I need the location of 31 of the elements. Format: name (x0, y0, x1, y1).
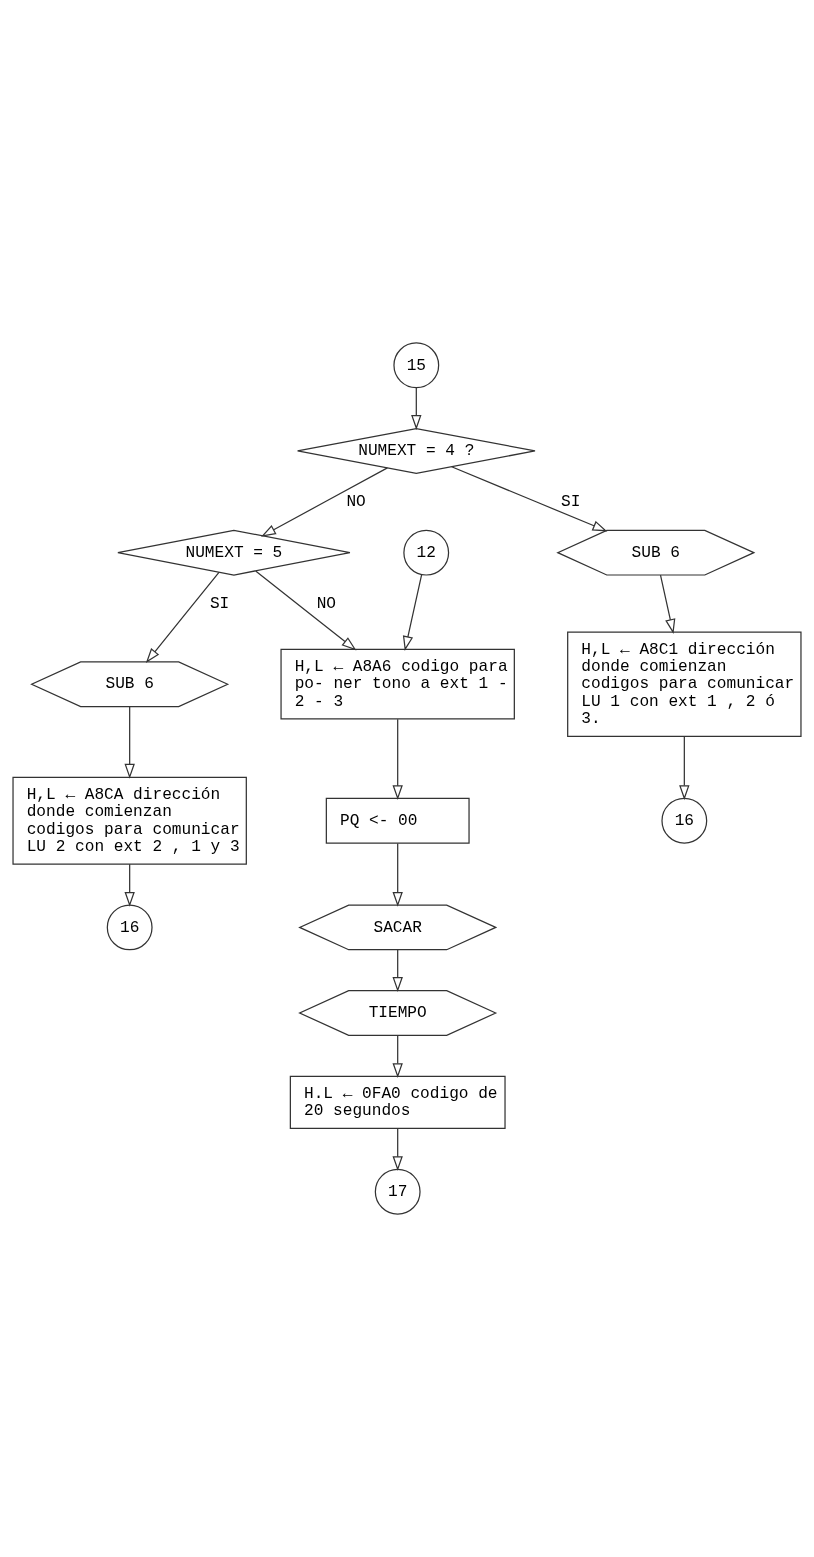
arrow (392, 949, 403, 993)
node-box: PQ <- 00 (325, 797, 470, 844)
node-circle: 16 (106, 904, 153, 951)
node-circle: 16 (661, 797, 708, 844)
node-box: H,L ← A8A6 codigo para po- ner tono a ext 1 - 2 - 3 (280, 648, 515, 720)
arrow (124, 706, 135, 779)
arrow (124, 863, 135, 907)
edge-label: SI (561, 493, 581, 512)
node-circle: 15 (393, 342, 440, 389)
arrow (659, 574, 676, 634)
arrow (392, 842, 403, 907)
arrow (451, 466, 608, 532)
arrow (402, 574, 423, 651)
node-diamond: NUMEXT = 4 ? (296, 427, 536, 474)
node-box: H.L ← 0FA0 codigo de 20 segundos (289, 1075, 506, 1130)
node-box: H,L ← A8CA dirección donde comienzan codigos para comunicar LU 2 con ext 2 , 1 y 3 (12, 776, 247, 865)
arrow (392, 1035, 403, 1079)
arrow (411, 387, 422, 430)
edge-label: SI (209, 594, 230, 613)
arrow (255, 570, 357, 651)
arrow (145, 571, 220, 663)
node-circle: 17 (374, 1168, 421, 1215)
arrow (679, 735, 690, 801)
edge-label: NO (346, 493, 366, 512)
node-diamond: NUMEXT = 5 (117, 529, 351, 576)
arrow (261, 467, 389, 537)
node-circle: 12 (403, 529, 450, 576)
edge-label: NO (316, 594, 337, 613)
node-box: H,L ← A8C1 dirección donde comienzan codigos para comunicar LU 1 con ext 1 , 2 ó 3. (567, 631, 802, 737)
arrow (392, 718, 403, 801)
arrow (392, 1128, 403, 1172)
